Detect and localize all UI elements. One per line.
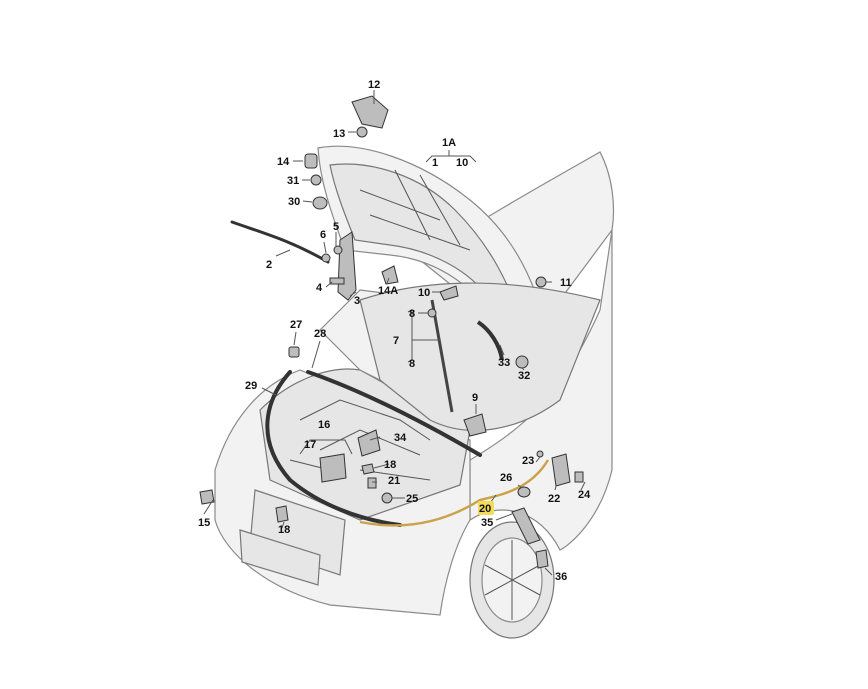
buffer-27 [288,346,300,358]
ball-stud-10 [439,285,459,301]
screw-23 [536,450,544,458]
label-30: 30 [288,196,300,208]
bolt-18a [361,463,375,475]
clip-24 [574,471,584,483]
label-31: 31 [287,175,299,187]
bonnet-release-cable [359,459,550,527]
bracket-1 [425,150,477,163]
radiator-grille [249,489,346,576]
label-11: 11 [560,277,572,289]
lower-grille [239,529,321,586]
engine-bay-detail [289,399,431,481]
bracket-34 [357,429,381,457]
highlight-20 [478,501,494,515]
label-33: 33 [498,357,510,369]
lever-22 [551,453,571,487]
label-24: 24 [578,489,591,501]
lock-17 [319,453,347,483]
small-parts [199,95,584,569]
clip-11 [535,276,547,288]
label-10-top: 10 [456,157,468,169]
label-8-top: 8 [409,308,415,320]
label-29: 29 [245,380,257,392]
nut-5 [333,245,343,255]
label-1a: 1A [442,137,456,149]
label-5: 5 [333,221,339,233]
label-21: 21 [388,475,400,487]
bonnet-stay-rod [430,299,454,413]
grommet-25 [381,492,393,504]
label-16: 16 [318,419,330,431]
label-22: 22 [548,493,560,505]
handle-35 [511,507,541,545]
label-15: 15 [198,517,210,529]
wheel-spokes [484,540,541,620]
bolt-18b [275,505,289,523]
plug-32 [515,355,529,369]
label-13: 13 [333,128,345,140]
front-seal-strip [306,370,482,457]
label-34: 34 [394,432,407,444]
hinge-part-12 [351,95,389,129]
bonnet-seal-strip [230,220,330,264]
ball-socket-8 [427,308,437,318]
bonnet-ribs [359,169,471,251]
label-6: 6 [320,229,326,241]
label-14: 14 [277,156,290,168]
leader-lines [203,90,586,576]
label-26: 26 [500,472,512,484]
grommet-30 [312,196,328,210]
label-12: 12 [368,79,380,91]
side-seal-strip [265,370,402,527]
rod-33 [476,320,504,361]
label-35: 35 [481,517,493,529]
label-27: 27 [290,319,302,331]
clip-36 [535,549,549,569]
bracket-14a [381,265,399,285]
label-18-bottom: 18 [278,524,290,536]
bonnet [317,145,601,431]
washer-6 [321,253,331,263]
label-9: 9 [472,392,478,404]
part-labels: 12 13 1A 1 10 14 31 30 5 6 2 4 3 14A 10 … [198,79,591,583]
bracket-7-8 [407,309,440,363]
label-7: 7 [393,335,399,347]
label-14a: 14A [378,285,398,297]
label-25: 25 [406,493,418,505]
clip-21 [367,477,377,489]
label-32: 32 [518,370,530,382]
buffer-14 [304,153,318,169]
label-28: 28 [314,328,326,340]
nut-13 [356,126,368,138]
label-3: 3 [354,295,360,307]
label-4: 4 [316,282,323,294]
label-17: 17 [304,439,316,451]
label-18-top: 18 [384,459,396,471]
bolt-15 [199,489,215,505]
insulation-mat [359,282,601,431]
label-2: 2 [266,259,272,271]
bracket-16 [299,439,353,455]
label-23: 23 [522,455,534,467]
label-10: 10 [418,287,430,299]
label-1: 1 [432,157,438,169]
label-8-bottom: 8 [409,358,415,370]
grommet-26 [517,486,531,498]
label-20: 20 [479,503,491,515]
lock-9 [463,413,487,437]
bolt-4 [329,277,345,285]
label-36: 36 [555,571,567,583]
clip-31 [310,174,322,186]
